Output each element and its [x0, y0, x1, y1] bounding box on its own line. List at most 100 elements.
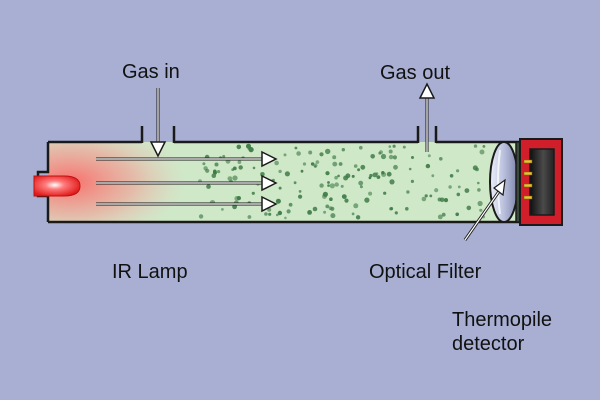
gas-particle: [424, 194, 428, 198]
gas-particle: [308, 150, 313, 155]
gas-particle: [268, 212, 272, 216]
gas-particle: [277, 210, 283, 216]
gas-particle: [473, 144, 478, 148]
ir-beam-arrow: [96, 195, 278, 213]
thermopile-detector: [519, 138, 563, 226]
gas-particle: [477, 188, 481, 192]
gas-particle: [439, 157, 443, 161]
gas-particle: [238, 165, 243, 170]
gas-particle: [479, 208, 483, 212]
gas-particle: [393, 164, 398, 170]
ir-lamp-label: IR Lamp: [112, 261, 188, 283]
gas-particle: [327, 181, 330, 184]
gas-particle: [236, 144, 242, 150]
gas-out-label: Gas out: [380, 62, 451, 84]
ir-beam-arrow: [96, 174, 278, 192]
gas-in-arrow: [149, 88, 167, 158]
thermopile-label-line1: Thermopile: [452, 309, 553, 331]
gas-particle: [357, 168, 361, 172]
gas-particle: [355, 215, 361, 220]
gas-particle: [337, 174, 340, 178]
gas-particle: [275, 198, 281, 204]
gas-particle: [214, 162, 219, 167]
gas-particle: [246, 143, 251, 149]
gas-particle: [222, 154, 226, 158]
gas-particle: [278, 186, 282, 190]
gas-particle: [392, 144, 396, 148]
gas-particle: [353, 203, 359, 209]
gas-particle: [351, 174, 355, 178]
gas-particle: [293, 181, 297, 185]
thermopile-label-line2: detector: [452, 333, 525, 355]
gas-particle: [330, 213, 336, 219]
gas-outlet-port: [416, 126, 438, 143]
gas-particle: [449, 174, 454, 178]
gas-particle: [319, 152, 324, 157]
gas-particle: [312, 206, 318, 212]
gas-particle: [389, 179, 395, 185]
gas-particle: [443, 198, 449, 203]
gas-particle: [375, 172, 379, 176]
gas-particle: [227, 176, 233, 182]
gas-particle: [313, 163, 318, 168]
gas-particle: [477, 200, 483, 207]
gas-particle: [341, 148, 345, 152]
gas-particle: [421, 196, 427, 202]
gas-particle: [408, 167, 412, 171]
gas-particle: [364, 197, 370, 203]
gas-particle: [286, 209, 291, 214]
gas-particle: [296, 151, 301, 156]
gas-particle: [327, 184, 330, 187]
thermopile-detector-label: Thermopile detector: [452, 308, 592, 356]
gas-particle: [213, 169, 217, 174]
gas-particle: [456, 192, 461, 197]
gas-particle: [217, 170, 221, 174]
gas-particle: [351, 212, 355, 216]
gas-particle: [406, 190, 410, 194]
gas-inlet-port: [140, 126, 176, 143]
gas-particle: [274, 160, 279, 166]
gas-particle: [429, 194, 433, 198]
gas-particle: [206, 184, 211, 189]
gas-particle: [386, 171, 392, 177]
gas-particle: [198, 214, 204, 219]
gas-particle: [344, 198, 349, 203]
gas-particle: [325, 148, 331, 155]
gas-particle: [334, 182, 339, 187]
gas-particle: [464, 188, 470, 194]
gas-particle: [322, 194, 327, 199]
gas-particle: [298, 190, 302, 193]
gas-particle: [288, 202, 293, 207]
gas-particle: [411, 156, 414, 159]
gas-particle: [383, 191, 387, 195]
gas-particle: [341, 194, 347, 200]
gas-particle: [441, 212, 446, 217]
optical-filter-label: Optical Filter: [369, 261, 482, 283]
gas-particle: [329, 197, 333, 201]
gas-particle: [332, 155, 337, 160]
gas-particle: [252, 166, 256, 170]
optical-filter-pointer: [463, 178, 506, 241]
gas-particle: [323, 210, 327, 214]
gas-particle: [370, 154, 376, 159]
gas-particle: [278, 169, 282, 174]
gas-particle: [439, 197, 445, 203]
gas-particle: [345, 173, 351, 179]
gas-particle: [389, 207, 393, 211]
gas-particle: [381, 172, 387, 177]
ir-beam-arrows: [96, 150, 278, 213]
gas-particle: [388, 145, 392, 148]
gas-particle: [394, 211, 398, 215]
gas-particle: [359, 145, 363, 150]
gas-particle: [368, 176, 372, 180]
gas-particle: [405, 207, 409, 211]
gas-particle: [360, 164, 366, 170]
gas-particle: [205, 168, 210, 173]
gas-particle: [410, 179, 414, 183]
gas-particle: [437, 214, 443, 220]
gas-particle: [378, 151, 382, 155]
gas-particle: [232, 166, 237, 171]
gas-particle: [402, 145, 406, 149]
gas-particle: [392, 155, 397, 160]
